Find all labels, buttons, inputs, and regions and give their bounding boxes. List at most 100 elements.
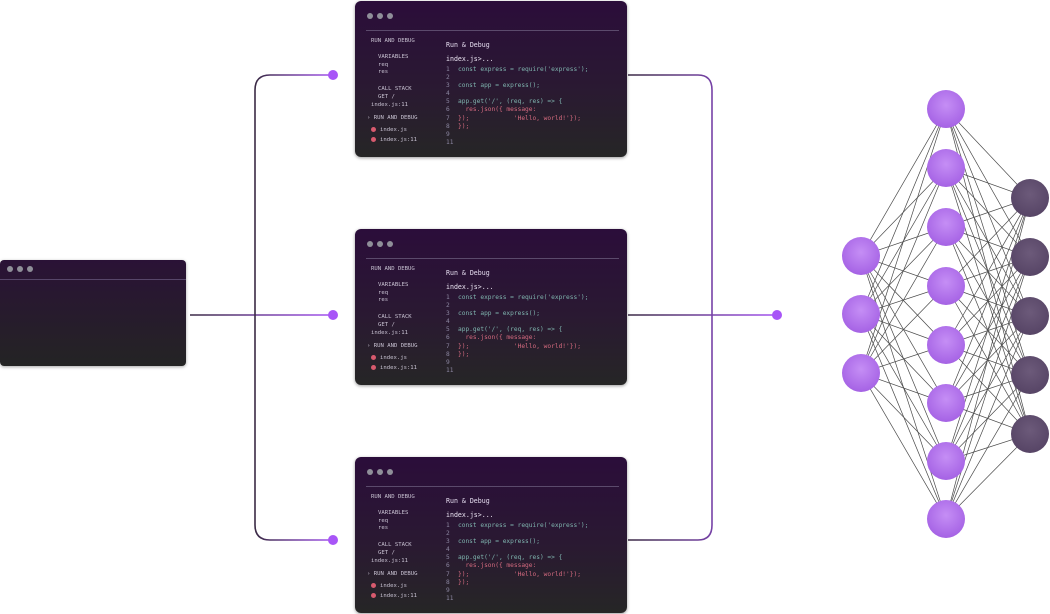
code-line[interactable]: 2 (446, 302, 588, 310)
window-dot-icon (367, 469, 373, 475)
call-stack-heading[interactable]: CALL STACK (378, 542, 412, 548)
file-breadcrumb[interactable]: index.js>... (446, 283, 494, 291)
breakpoints-heading-label: RUN AND DEBUG (373, 115, 418, 121)
call-stack-heading[interactable]: CALL STACK (378, 86, 412, 92)
variable-item[interactable]: res (378, 297, 389, 303)
variable-item[interactable]: req (378, 518, 389, 524)
network-edge (945, 374, 1031, 520)
code-line[interactable]: 7}); 'Hello, world!'}); (446, 343, 588, 351)
variables-heading[interactable]: VARIABLES (378, 510, 409, 516)
stack-item[interactable]: GET / (378, 94, 395, 100)
code-line[interactable]: 6 res.json({ message: (446, 106, 588, 114)
line-number: 4 (446, 318, 450, 326)
window-dot-icon (17, 266, 23, 272)
breakpoints-heading[interactable]: › RUN AND DEBUG (367, 115, 418, 122)
code-text: }); (458, 122, 470, 130)
window-dot-icon (367, 241, 373, 247)
line-number: 4 (446, 546, 450, 554)
code-text: res.json({ message: (458, 334, 537, 342)
code-text: res.json({ message: (458, 562, 537, 570)
breakpoints-heading[interactable]: › RUN AND DEBUG (367, 571, 418, 578)
window-controls (367, 13, 397, 19)
breakpoint-item[interactable]: index.js:11 (371, 365, 417, 372)
stack-item[interactable]: GET / (378, 550, 395, 556)
line-number: 5 (446, 554, 450, 562)
breakpoint-label: index.js:11 (380, 593, 418, 599)
network-edge (860, 372, 947, 520)
variables-heading[interactable]: VARIABLES (378, 54, 409, 60)
line-number: 9 (446, 586, 450, 594)
code-line[interactable]: 9 (446, 131, 588, 139)
line-number: 9 (446, 358, 450, 366)
line-number: 1 (446, 522, 450, 529)
code-line[interactable]: 4 (446, 90, 588, 98)
window-dot-icon (377, 13, 383, 19)
call-stack-heading[interactable]: CALL STACK (378, 314, 412, 320)
variable-item[interactable]: req (378, 62, 389, 68)
breakpoint-item[interactable]: index.js:11 (371, 593, 417, 600)
file-breadcrumb[interactable]: index.js>... (446, 511, 494, 519)
network-edge (945, 197, 1031, 346)
variables-heading[interactable]: VARIABLES (378, 282, 409, 288)
breakpoint-item[interactable]: index.js:11 (371, 137, 417, 144)
code-line[interactable]: 8}); (446, 579, 588, 587)
code-line[interactable]: 11 (446, 367, 588, 375)
stack-item[interactable]: index.js:11 (371, 330, 409, 336)
code-line[interactable]: 8}); (446, 123, 588, 131)
line-number: 2 (446, 530, 450, 538)
network-edge (860, 108, 947, 374)
variable-item[interactable]: res (378, 525, 389, 531)
code-line[interactable]: 4 (446, 318, 588, 326)
code-line[interactable]: 11 (446, 139, 588, 147)
code-line[interactable]: 7}); 'Hello, world!'}); (446, 115, 588, 123)
code-line[interactable]: 2 (446, 530, 588, 538)
code-text: }); 'Hello, world!'}); (458, 114, 581, 122)
code-line[interactable]: 6 res.json({ message: (446, 334, 588, 342)
variable-item[interactable]: res (378, 69, 389, 75)
stack-item[interactable]: index.js:11 (371, 558, 409, 564)
titlebar-divider (366, 486, 619, 487)
code-text: const app = express(); (458, 310, 540, 318)
code-line[interactable]: 9 (446, 359, 588, 367)
output-neuron (1011, 238, 1049, 276)
editor-titlebar (355, 457, 627, 487)
code-line[interactable]: 7}); 'Hello, world!'}); (446, 571, 588, 579)
line-number: 6 (446, 106, 450, 114)
file-breadcrumb[interactable]: index.js>... (446, 55, 494, 63)
code-line[interactable]: 4 (446, 546, 588, 554)
code-line[interactable]: 8}); (446, 351, 588, 359)
stack-item[interactable]: GET / (378, 322, 395, 328)
code-line[interactable]: 2 (446, 74, 588, 82)
code-line[interactable]: 9 (446, 587, 588, 595)
code-line[interactable]: 11 (446, 595, 588, 603)
stack-item[interactable]: index.js:11 (371, 102, 409, 108)
window-dot-icon (387, 469, 393, 475)
output-neuron (1011, 415, 1049, 453)
breakpoint-label: index.js (380, 127, 407, 133)
connector-node (772, 310, 782, 320)
breakpoint-item[interactable]: index.js (371, 583, 407, 590)
panel-title: Run & Debug (446, 41, 490, 49)
editor-titlebar (355, 1, 627, 31)
code-line[interactable]: 6 res.json({ message: (446, 562, 588, 570)
window-dot-icon (387, 241, 393, 247)
breakpoint-item[interactable]: index.js (371, 127, 407, 134)
network-edge (945, 197, 1031, 462)
breakpoints-heading[interactable]: › RUN AND DEBUG (367, 343, 418, 350)
variable-item[interactable]: req (378, 290, 389, 296)
breakpoint-item[interactable]: index.js (371, 355, 407, 362)
line-number: 4 (446, 90, 450, 98)
